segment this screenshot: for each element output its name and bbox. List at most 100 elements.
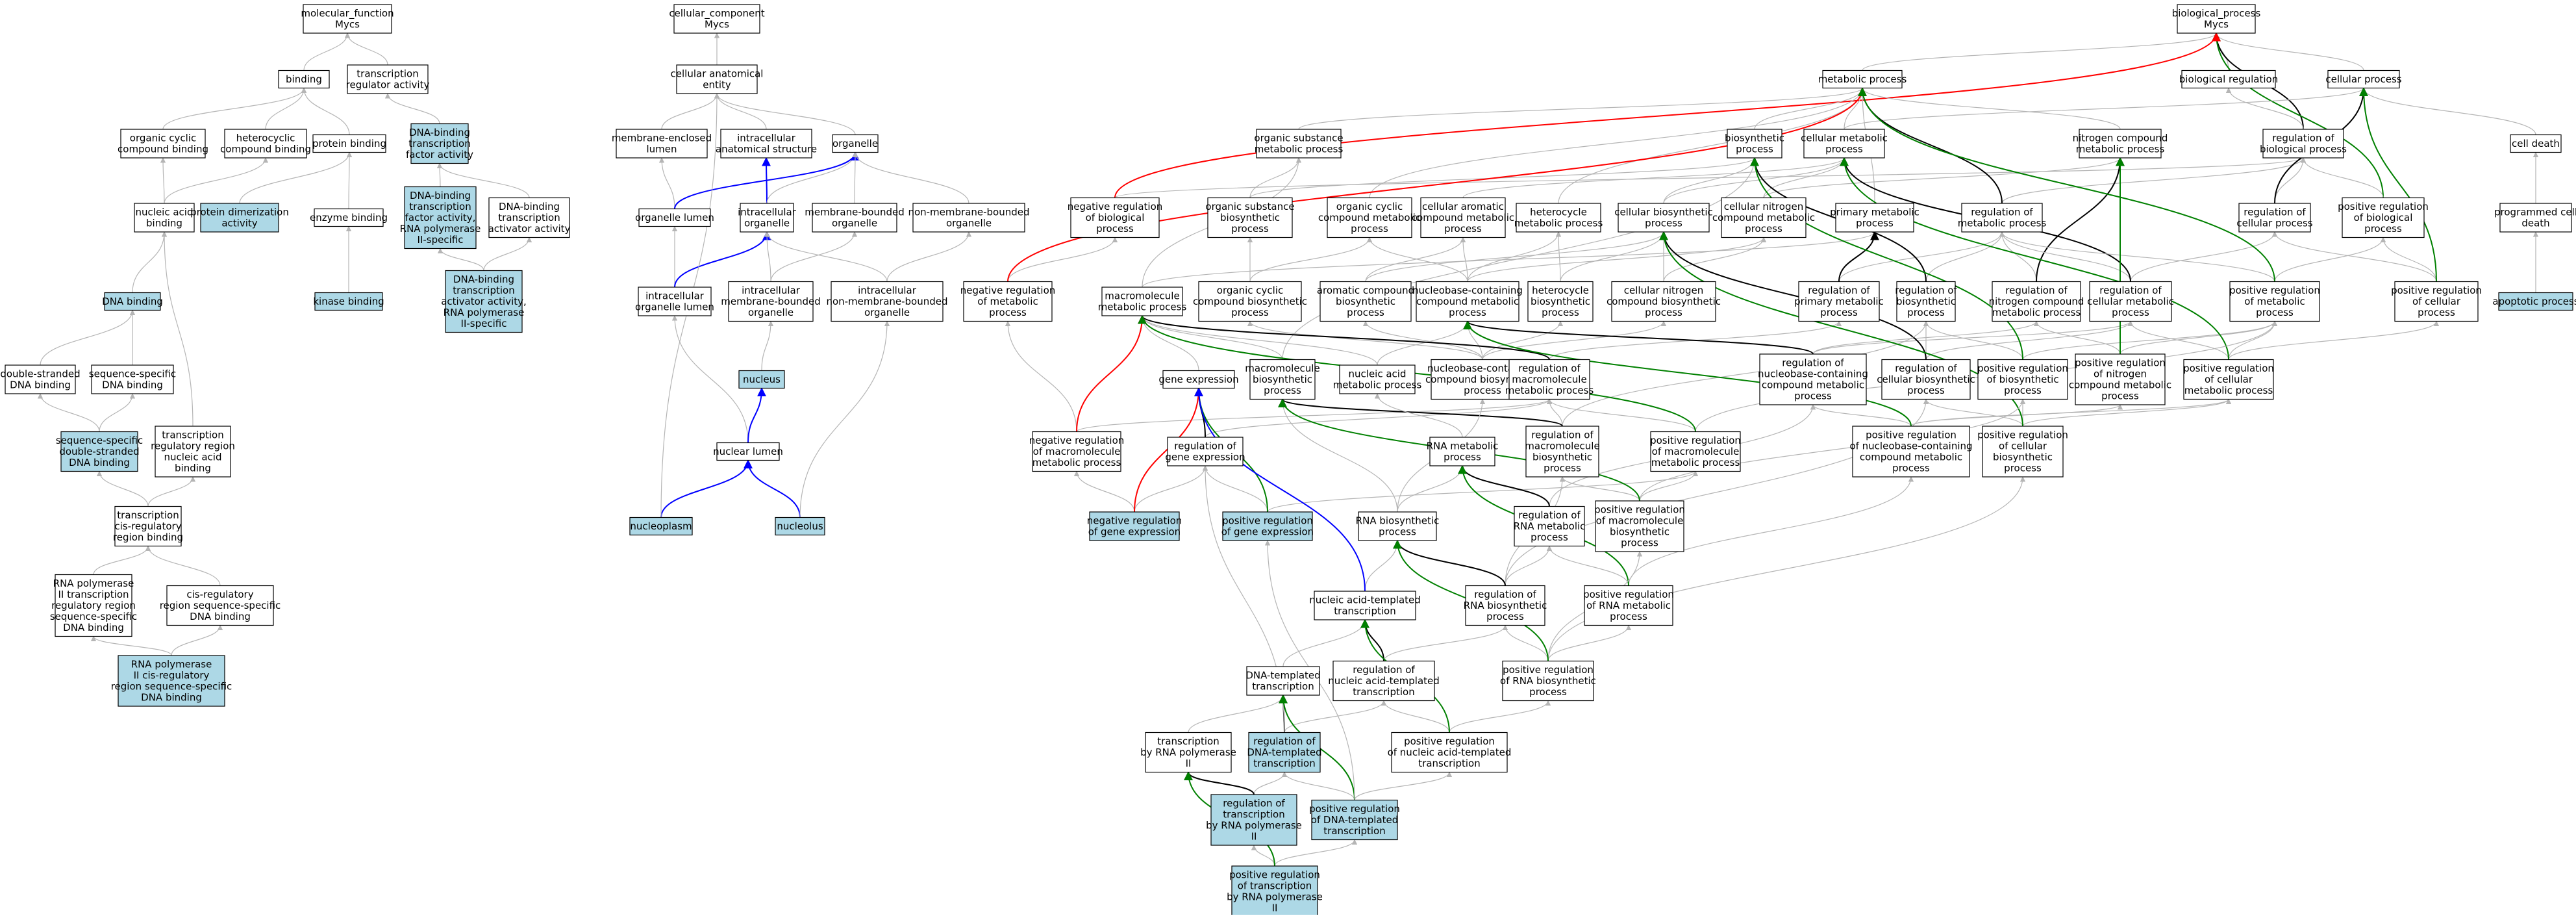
term-label-line: aromatic compound [1317,285,1414,296]
term-label-line: macromolecule [1512,374,1586,385]
term-label-line: intracellular [737,133,796,144]
term-label-line: transcription [1252,681,1314,693]
term-label-line: nucleoplasm [630,520,692,532]
edge-is-a [2225,87,2304,130]
go-term-node: nucleoplasm [629,516,693,536]
term-label-line: biosynthetic [1336,296,1395,307]
go-term-node: kinase binding [313,292,384,311]
term-label-line: metabolic process [1333,379,1422,391]
term-label-line: negative regulation [1029,435,1125,446]
edge-is-a [1205,398,1553,438]
term-box [312,134,386,153]
term-label-line: regulation of [1518,363,1581,374]
term-box [55,574,132,637]
term-label-line: regulation of [2272,133,2334,144]
edge-part-of [674,151,860,209]
edge-is-a [1365,236,1466,282]
edge-positively-regulates [2359,87,2437,282]
edge-is-a [2022,398,2232,427]
term-label-line: by RNA polymerase [1206,820,1302,832]
term-box [1721,197,1807,238]
term-box [1881,359,1971,400]
term-label-line: factor activity, [405,212,476,223]
term-label-line: metabolic process [1514,218,1603,229]
edge-is-a [1365,231,1667,282]
edge-is-a [1142,231,1877,288]
edge-part-of [1194,387,1366,592]
edge-is-a [1462,157,1847,198]
annotated-term-box [410,123,469,164]
term-box [1465,585,1545,626]
term-label-line: II transcription [58,589,129,600]
term-label-line: regulation of [1223,798,1285,810]
edge-is-a [1560,231,1667,282]
edge-is-a [1073,470,1135,513]
edge-is-a [1558,87,1866,204]
term-label-line: RNA metabolic [1514,520,1586,532]
term-box [1618,203,1710,233]
edge-is-a [1999,231,2037,282]
term-label-line: positive regulation [1404,735,1495,747]
edge-is-a [1639,398,2026,502]
term-label-line: sequence-specific [56,435,143,446]
term-label-line: DNA binding [190,611,251,622]
edge-is-a [161,231,194,427]
term-label-line: regulation of [2244,207,2306,218]
annotated-term-box [738,370,785,389]
term-label-line: nitrogen compound [1989,296,2084,307]
term-label-line: compound metabolic [1762,379,1864,391]
edge-is-a [714,93,767,130]
term-label-line: RNA metabolic [1427,440,1499,452]
term-label-line: of macromolecule [1033,446,1121,457]
term-label-line: gene expression [1158,374,1238,385]
term-box [1896,281,1956,322]
term-box [616,129,708,159]
term-box [1835,203,1914,233]
term-label-line: factor activity [406,149,473,160]
term-label-line: of cellular [2412,296,2461,307]
edge-part-of [674,231,771,288]
edge-is-a [1862,32,2220,71]
edge-is-a [1467,231,1562,282]
edge-is-a [1281,771,1355,800]
term-label-line: process [1542,307,1579,318]
term-label-line: nucleobase-containing [1412,285,1523,296]
edge-is-a [1844,87,2367,130]
term-box [1198,281,1302,322]
edge-regulates [1838,231,1879,282]
edge-is-a [1188,695,1286,733]
term-box [166,585,274,626]
edge-is-a [1923,320,2023,360]
term-label-line: organic cyclic [1336,201,1403,212]
go-term-node: protein binding [312,134,386,153]
term-label-line: DNA-templated [1247,746,1321,758]
term-label-line: transcription [1334,606,1395,617]
term-label-line: process [1907,385,1945,396]
term-label-line: process [1096,223,1134,235]
term-label-line: DNA binding [141,692,202,704]
term-label-line: RNA polymerase [53,578,134,589]
term-label-line: regulation of [1353,664,1415,676]
term-label-line: membrane-enclosed [612,133,712,144]
term-box [1992,281,2081,322]
term-label-line: process [1531,531,1568,543]
term-label-line: positive regulation [1977,363,2068,374]
term-label-line: cis-regulatory [186,589,253,600]
term-label-line: process [1907,307,1945,318]
edge-is-a [1364,540,1401,592]
term-label-line: DNA-binding [499,201,560,212]
term-box [1249,359,1316,400]
term-label-line: organelle [744,218,790,229]
